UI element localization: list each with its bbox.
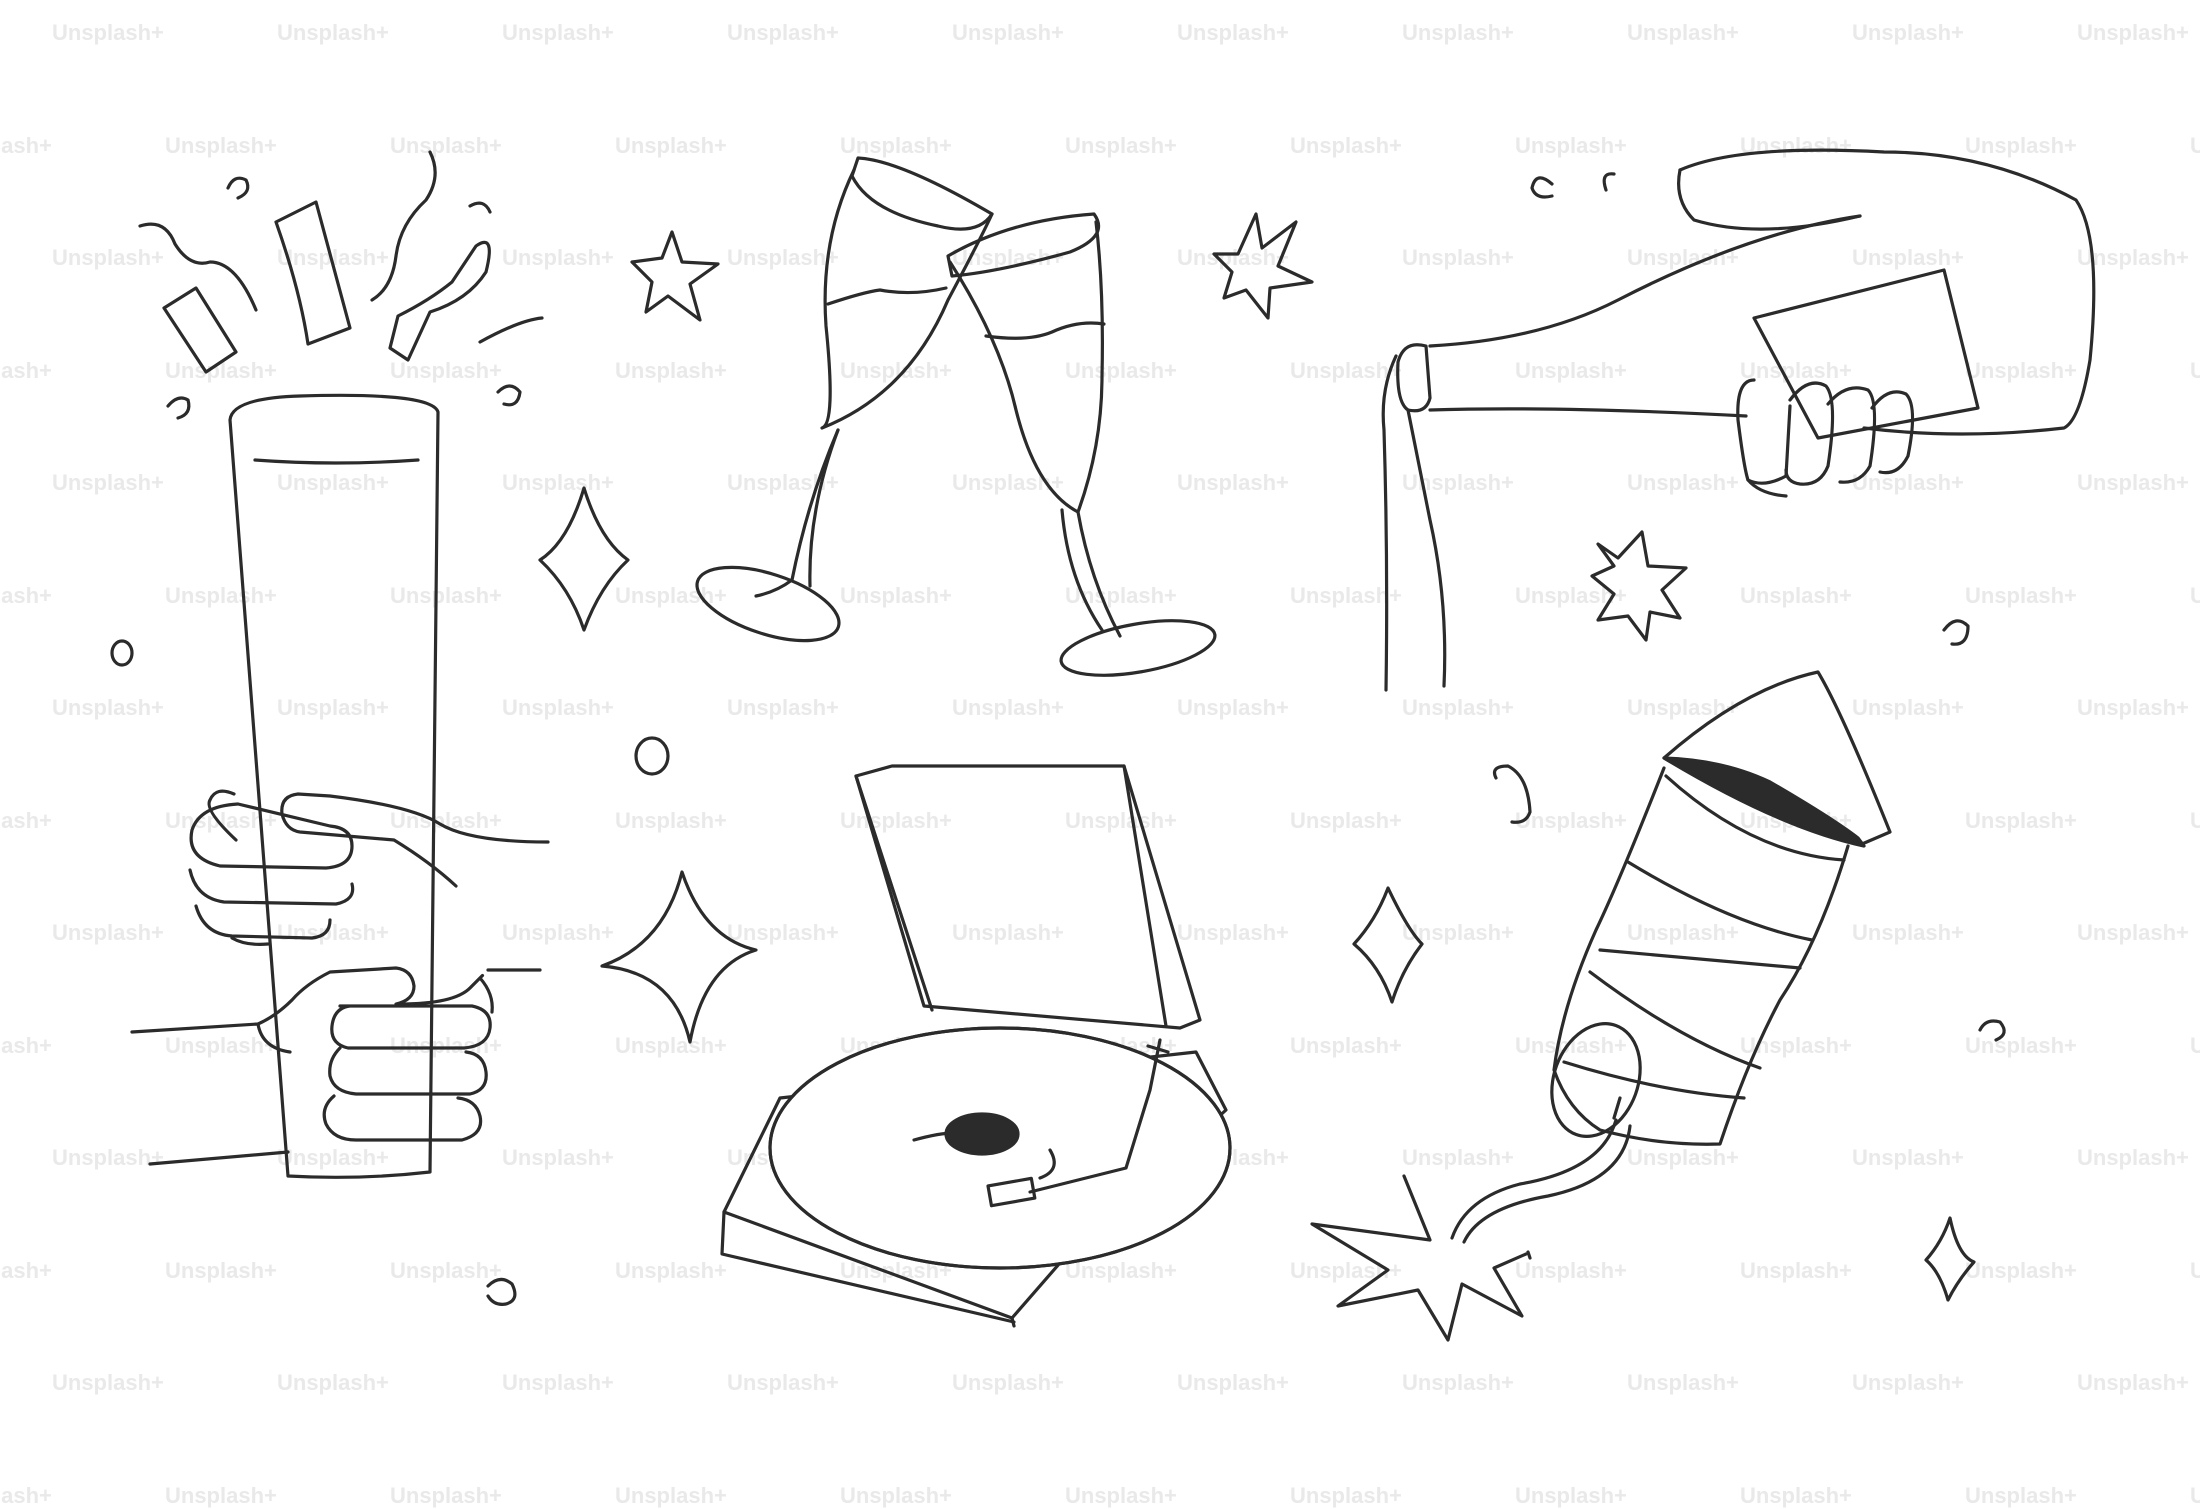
sparkle-star-icon bbox=[600, 764, 2006, 1302]
party-popper-hands-icon bbox=[110, 150, 550, 1306]
record-player-icon bbox=[720, 764, 1232, 1328]
firework-rocket-icon bbox=[1310, 670, 1892, 1342]
champagne-toast-icon bbox=[695, 156, 1217, 677]
champagne-bottle-pour-icon bbox=[1381, 148, 2096, 692]
sparkle-star-icon bbox=[538, 212, 1314, 776]
